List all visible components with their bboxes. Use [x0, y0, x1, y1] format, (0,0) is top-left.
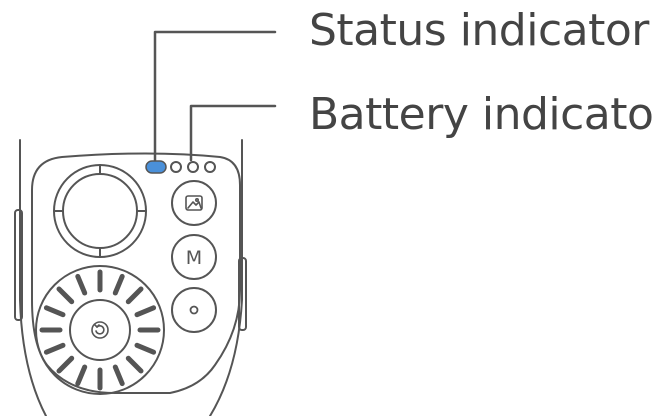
dial-rib [112, 364, 125, 387]
joystick[interactable] [53, 164, 147, 258]
handle-left-edge [19, 139, 47, 416]
battery-callout-line [189, 104, 277, 162]
dial-rib [75, 364, 88, 387]
battery-led-2 [187, 161, 199, 173]
dial-rib [56, 286, 75, 305]
dial-rib [134, 342, 157, 355]
status-callout-line [153, 30, 277, 162]
dial-rib [125, 355, 144, 374]
photo-button[interactable] [171, 180, 217, 226]
dial-rib [134, 305, 157, 318]
status-indicator-label: Status indicator [309, 5, 649, 56]
battery-indicator-label: Battery indicator [309, 89, 652, 140]
dial-rib [43, 342, 66, 355]
left-side-button[interactable] [14, 209, 23, 321]
mode-button-label: M [186, 247, 202, 269]
dial-rib [43, 305, 66, 318]
dial-rib [75, 273, 88, 296]
rotate-icon [91, 321, 109, 339]
record-button[interactable] [171, 287, 217, 333]
handle-right-edge [209, 139, 243, 416]
dial-rib [112, 273, 125, 296]
dial-rib [56, 355, 75, 374]
battery-led-3 [204, 161, 216, 173]
dial-ribs [39, 269, 161, 391]
image-icon [185, 195, 203, 211]
battery-led-1 [170, 161, 182, 173]
dial-rib [125, 286, 144, 305]
dial[interactable] [35, 265, 165, 395]
status-indicator-led [145, 160, 167, 174]
mode-button[interactable] [171, 234, 217, 280]
control-panel-outline [31, 152, 241, 394]
circle-icon [189, 305, 199, 315]
